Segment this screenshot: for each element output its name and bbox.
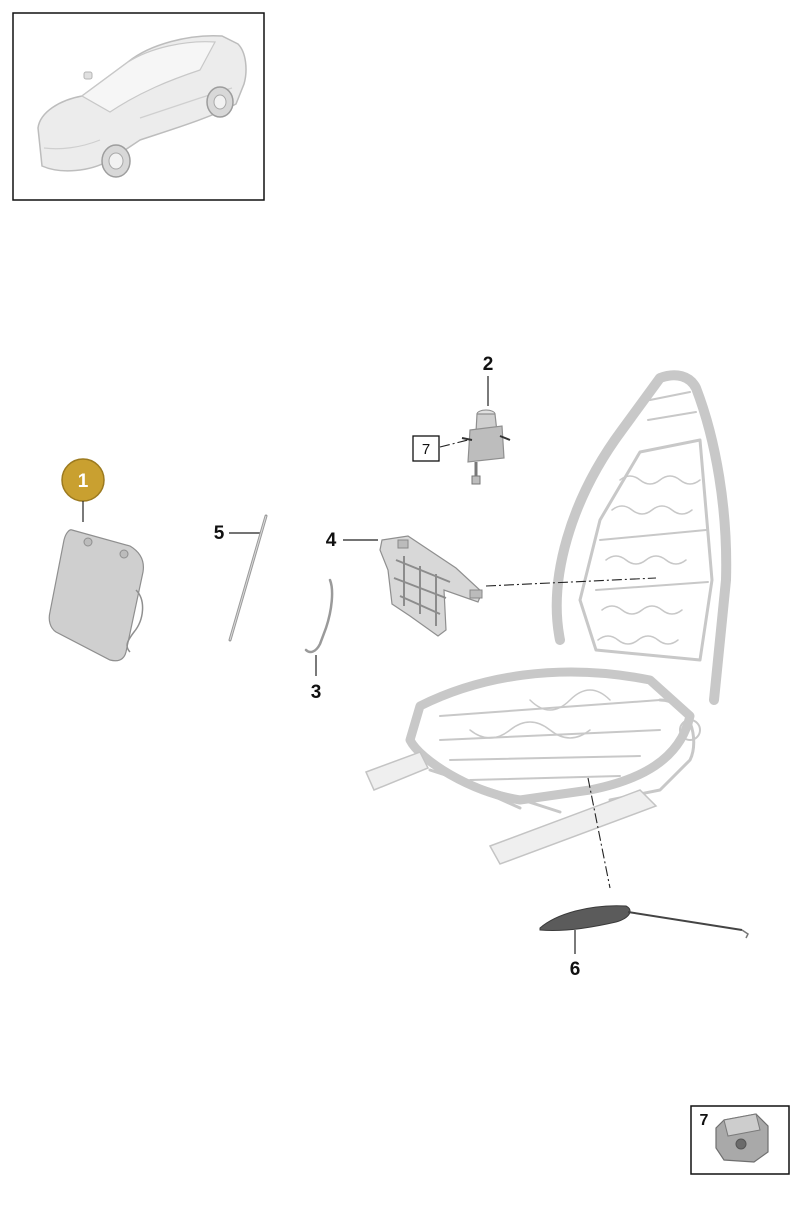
callout-label-6: 6 bbox=[570, 959, 581, 980]
part-4-illustration bbox=[379, 535, 483, 637]
part-3[interactable]: 3 bbox=[304, 578, 334, 703]
callout-label-2: 2 bbox=[483, 354, 494, 375]
part-5-illustration bbox=[228, 514, 268, 642]
seat-frame-ghost bbox=[364, 370, 732, 865]
part-6-illustration bbox=[539, 905, 749, 939]
ref-box-7-label: 7 bbox=[422, 441, 430, 458]
part-2-illustration bbox=[461, 409, 511, 485]
vehicle-overview-inset bbox=[12, 12, 265, 201]
ref-box-7[interactable]: 7 bbox=[412, 435, 440, 462]
part-2[interactable]: 2 7 bbox=[412, 354, 511, 485]
inset-part-7[interactable]: 7 bbox=[690, 1105, 790, 1175]
callout-label-1: 1 bbox=[78, 471, 89, 492]
part-6[interactable]: 6 bbox=[539, 777, 749, 980]
part-5[interactable]: 5 bbox=[214, 514, 268, 642]
part-3-illustration bbox=[304, 578, 334, 654]
car-illustration bbox=[37, 34, 247, 178]
inset-7-label: 7 bbox=[700, 1112, 709, 1129]
callout-label-3: 3 bbox=[311, 682, 322, 703]
part-1-illustration bbox=[48, 529, 145, 662]
part-7-illustration bbox=[715, 1113, 769, 1163]
callout-label-5: 5 bbox=[214, 523, 225, 544]
part-1[interactable]: 1 bbox=[48, 458, 145, 662]
callout-label-4: 4 bbox=[326, 530, 337, 551]
part-4[interactable]: 4 bbox=[326, 530, 657, 637]
